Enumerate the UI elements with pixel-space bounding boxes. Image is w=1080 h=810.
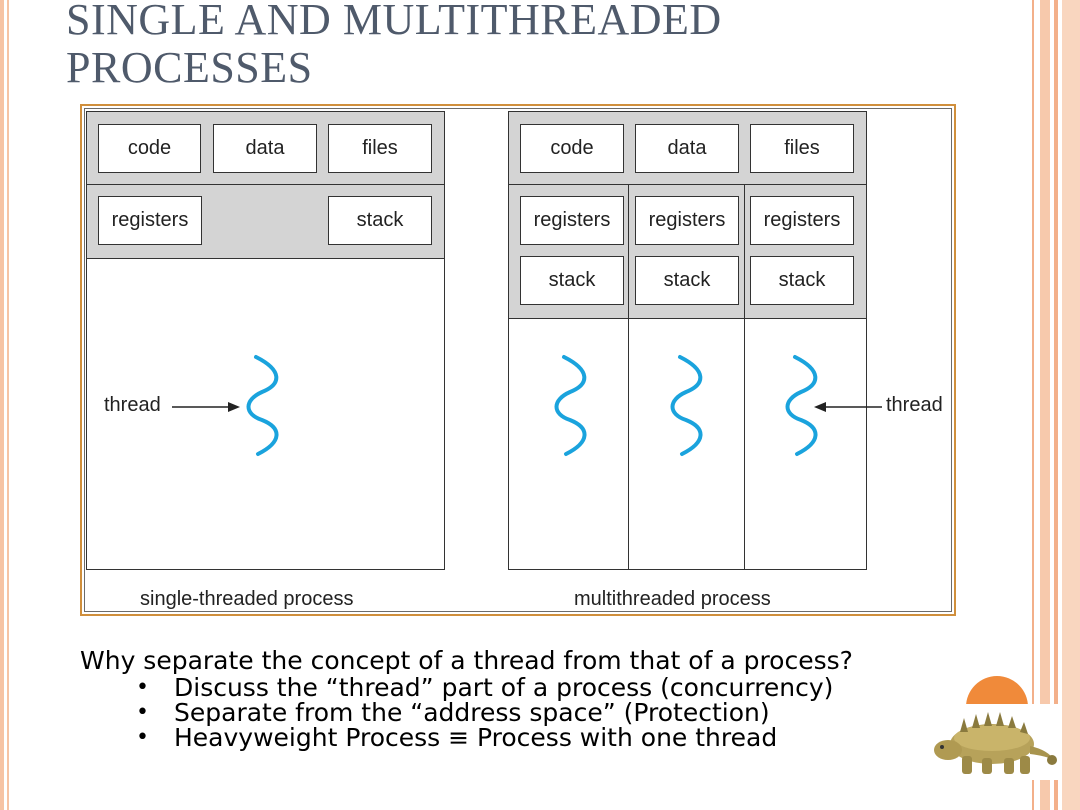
multi-stack-box: stack bbox=[520, 256, 624, 305]
multi-registers-box: registers bbox=[635, 196, 739, 245]
bullet-text: Discuss the “thread” part of a process (… bbox=[174, 673, 834, 702]
multi-registers-box: registers bbox=[520, 196, 624, 245]
bullet-dot: • bbox=[136, 725, 149, 750]
thread-squiggle-icon bbox=[785, 355, 818, 456]
bullet-dot: • bbox=[136, 675, 149, 700]
multi-divider-top bbox=[508, 184, 867, 185]
multi-caption: multithreaded process bbox=[574, 588, 771, 610]
bullet-text: Separate from the “address space” (Prote… bbox=[174, 698, 770, 727]
single-caption: single-threaded process bbox=[140, 588, 354, 610]
multi-code-box: code bbox=[520, 124, 624, 173]
multi-stack-box: stack bbox=[635, 256, 739, 305]
bullet-item: • Discuss the “thread” part of a process… bbox=[136, 675, 980, 700]
single-data-box: data bbox=[213, 124, 317, 173]
single-files-box: files bbox=[328, 124, 432, 173]
diagram-frame bbox=[84, 108, 952, 612]
left-stripe-1 bbox=[0, 0, 4, 810]
question-text: Why separate the concept of a thread fro… bbox=[80, 646, 853, 675]
dinosaur-icon bbox=[934, 712, 1057, 774]
multi-registers-box: registers bbox=[750, 196, 854, 245]
thread-squiggle-icon bbox=[554, 355, 587, 456]
slide-title-line-2: PROCESSES bbox=[66, 43, 313, 92]
multi-column-divider-2 bbox=[744, 184, 745, 570]
thread-squiggle-icon bbox=[246, 355, 279, 456]
single-stack-box: stack bbox=[328, 196, 432, 245]
right-stripe-1 bbox=[1032, 0, 1034, 810]
slide-body: Why separate the concept of a thread fro… bbox=[80, 646, 980, 750]
multi-thread-label: thread bbox=[886, 394, 943, 416]
bullet-item: • Separate from the “address space” (Pro… bbox=[136, 700, 980, 725]
multi-process-outline bbox=[508, 111, 867, 570]
single-thread-label: thread bbox=[104, 394, 161, 416]
multi-thread-arrow bbox=[814, 402, 882, 412]
left-stripe-2 bbox=[7, 0, 9, 810]
slide-title: SINGLE AND MULTITHREADED PROCESSES bbox=[66, 0, 722, 92]
multi-files-box: files bbox=[750, 124, 854, 173]
single-divider-bottom bbox=[86, 258, 445, 259]
right-stripe-3 bbox=[1054, 0, 1058, 810]
single-registers-box: registers bbox=[98, 196, 202, 245]
multi-divider-bottom bbox=[508, 318, 867, 319]
multi-column-divider-1 bbox=[628, 184, 629, 570]
multi-stack-box: stack bbox=[750, 256, 854, 305]
dinosaur-image bbox=[926, 704, 1058, 780]
bullet-item: • Heavyweight Process ≡ Process with one… bbox=[136, 725, 980, 750]
single-thread-arrow bbox=[172, 402, 240, 412]
thread-squiggle-icon bbox=[670, 355, 703, 456]
right-stripe-4 bbox=[1062, 0, 1080, 810]
right-stripe-2 bbox=[1040, 0, 1050, 810]
bullet-dot: • bbox=[136, 700, 149, 725]
single-code-box: code bbox=[98, 124, 201, 173]
bullet-text: Heavyweight Process ≡ Process with one t… bbox=[174, 723, 778, 752]
slide-title-line-1: SINGLE AND MULTITHREADED bbox=[66, 0, 722, 44]
bullet-list: • Discuss the “thread” part of a process… bbox=[80, 675, 980, 750]
multi-data-box: data bbox=[635, 124, 739, 173]
single-divider-top bbox=[86, 184, 445, 185]
single-process-outline bbox=[86, 111, 445, 570]
process-diagram: code data files registers stack thread s… bbox=[80, 104, 956, 616]
